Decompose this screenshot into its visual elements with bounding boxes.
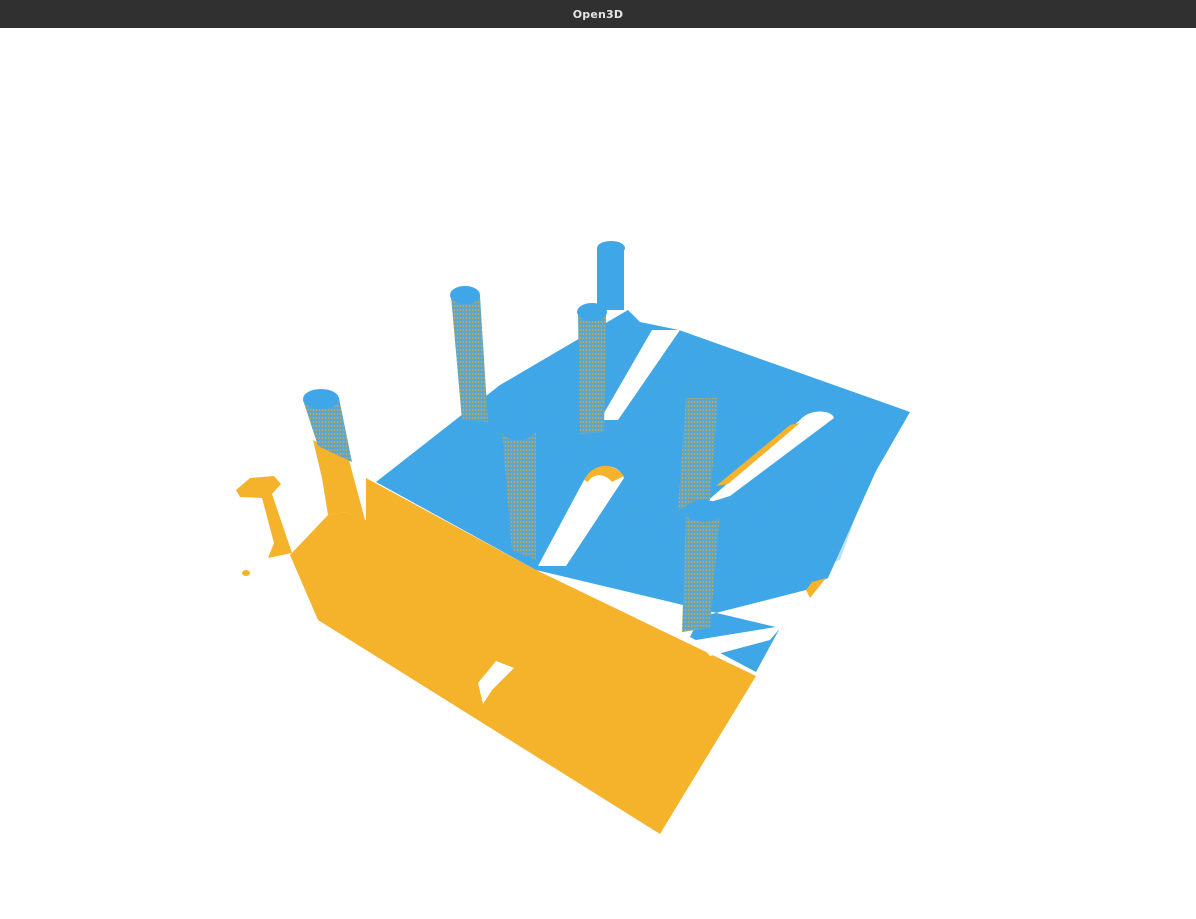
right-edge-orange	[806, 578, 826, 598]
pillar-rightback-body	[678, 398, 718, 510]
pillar-left-cap	[303, 389, 339, 409]
front-face	[290, 478, 756, 834]
point-cloud-scene[interactable]	[0, 28, 1196, 919]
pillar-middle-cap	[501, 420, 535, 440]
slot-middle	[538, 466, 624, 566]
slot-gaps	[538, 330, 834, 656]
window-title: Open3D	[572, 7, 624, 21]
gap-lower-right	[696, 626, 782, 656]
pillar-back-body	[597, 248, 624, 310]
pillar-front-body	[682, 512, 720, 632]
pillar-front-cap	[684, 500, 724, 522]
pillar-middle-body	[502, 432, 536, 560]
window-titlebar[interactable]: Open3D	[0, 0, 1196, 28]
pillars	[303, 241, 724, 632]
orange-speck	[242, 570, 250, 576]
pillar-back-cap	[597, 241, 625, 255]
front-hole	[478, 661, 514, 704]
target-point-cloud	[236, 440, 756, 834]
left-fragment	[236, 476, 292, 558]
slot-middle-shadow	[584, 465, 624, 482]
pillar-center-cap	[577, 303, 607, 321]
pillar-tall-cap	[450, 286, 480, 304]
left-pillar-base	[313, 440, 365, 520]
slot-upper	[600, 330, 680, 420]
pillar-tall-body	[451, 296, 488, 422]
pillar-center-body	[578, 316, 606, 434]
pillar-left-body	[303, 398, 352, 462]
3d-viewport[interactable]	[0, 28, 1196, 919]
slot-right-shadow	[716, 423, 800, 486]
slot-right	[704, 411, 834, 504]
